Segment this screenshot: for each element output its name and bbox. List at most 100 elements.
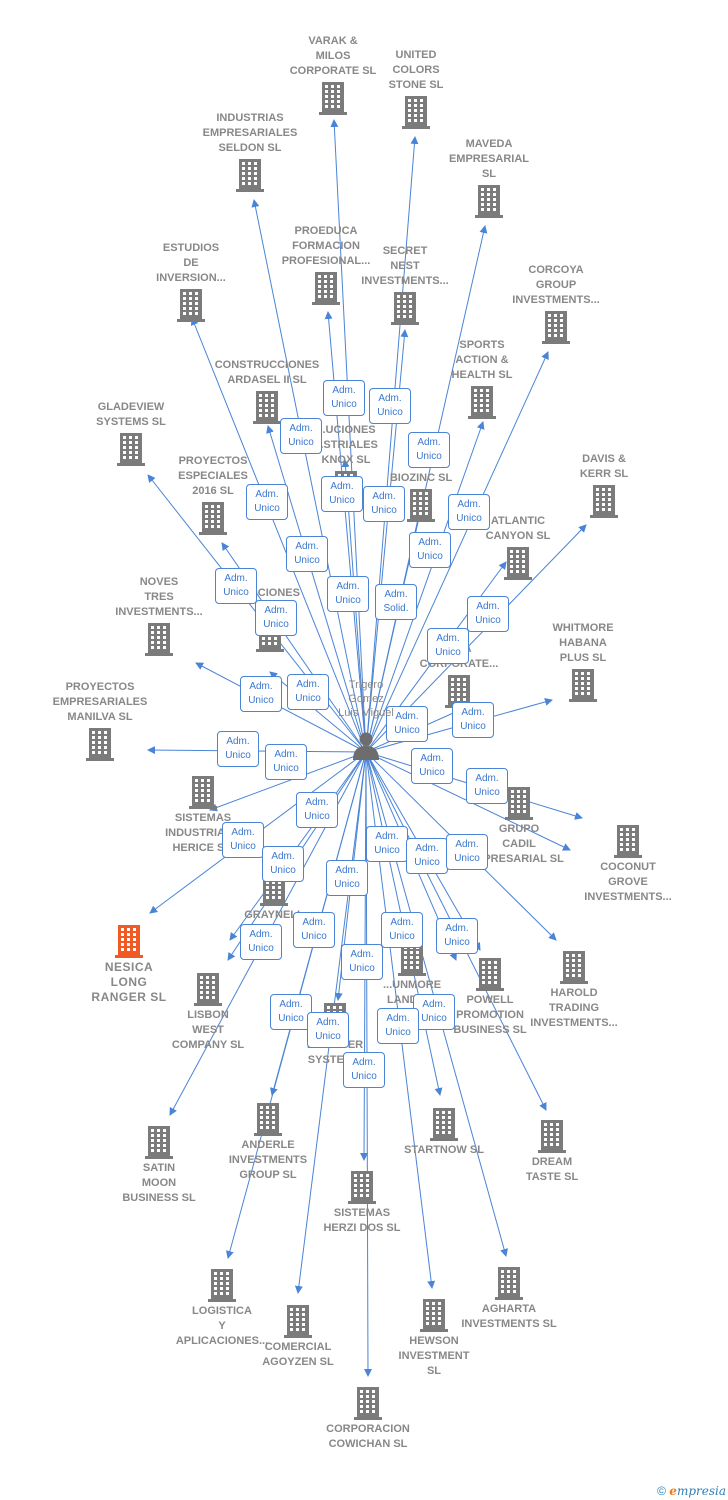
role-badge[interactable]: Adm. Unico	[215, 568, 257, 604]
relation-edge	[330, 119, 367, 753]
company-node[interactable]: VARAK & MILOS CORPORATE SL	[273, 34, 393, 117]
role-badge[interactable]: Adm. Unico	[363, 486, 405, 522]
role-badge[interactable]: Adm. Unico	[386, 706, 428, 742]
role-badge[interactable]: Adm. Unico	[446, 834, 488, 870]
company-name: LOGISTICA Y APLICACIONES...	[175, 1305, 269, 1347]
role-badge[interactable]: Adm. Unico	[280, 418, 322, 454]
role-badge[interactable]: Adm. Unico	[262, 846, 304, 882]
company-name: COMERCIAL AGOYZEN SL	[262, 1341, 334, 1368]
role-badge[interactable]: Adm. Unico	[323, 380, 365, 416]
company-node[interactable]: SPORTS ACTION & HEALTH SL	[422, 338, 542, 421]
building-icon	[348, 1171, 376, 1204]
role-badge[interactable]: Adm. Unico	[327, 576, 369, 612]
person-node[interactable]: Trigero Gomez Luis Miguel	[330, 678, 402, 760]
role-badge[interactable]: Adm. Unico	[381, 912, 423, 948]
company-node[interactable]: COMERCIAL AGOYZEN SL	[238, 1302, 358, 1370]
role-badge[interactable]: Adm. Unico	[286, 536, 328, 572]
company-node[interactable]: ATLANTIC CANYON SL	[458, 514, 578, 582]
role-badge[interactable]: Adm. Unico	[406, 838, 448, 874]
role-badge[interactable]: Adm. Unico	[413, 994, 455, 1030]
role-badge[interactable]: Adm. Unico	[466, 768, 508, 804]
relation-edge	[365, 351, 549, 753]
role-badge[interactable]: Adm. Unico	[293, 912, 335, 948]
building-icon	[86, 728, 114, 761]
company-node[interactable]: ANDERLE INVESTMENTS GROUP SL	[208, 1100, 328, 1183]
building-icon	[391, 292, 419, 325]
role-badge[interactable]: Adm. Unico	[427, 628, 469, 664]
company-node[interactable]: LISBON WEST COMPANY SL	[148, 970, 268, 1053]
company-node[interactable]: CORCOYA GROUP INVESTMENTS...	[496, 263, 616, 346]
building-icon	[560, 951, 588, 984]
company-node[interactable]: PROYECTOS ESPECIALES 2016 SL	[153, 454, 273, 537]
role-badge[interactable]: Adm. Unico	[408, 432, 450, 468]
building-icon	[476, 958, 504, 991]
role-badge[interactable]: Adm. Unico	[240, 676, 282, 712]
building-icon	[504, 547, 532, 580]
role-badge[interactable]: Adm. Unico	[240, 924, 282, 960]
company-name: AGHARTA INVESTMENTS SL	[461, 1303, 557, 1330]
company-node[interactable]: STARTNOW SL	[384, 1105, 504, 1158]
role-badge[interactable]: Adm. Unico	[296, 792, 338, 828]
role-badge[interactable]: Adm. Unico	[409, 532, 451, 568]
company-node[interactable]: AGHARTA INVESTMENTS SL	[449, 1264, 569, 1332]
company-node[interactable]: NOVES TRES INVESTMENTS...	[99, 575, 219, 658]
building-icon	[475, 185, 503, 218]
company-node[interactable]: GRUPO CADIL ...PRESARIAL SL	[459, 784, 579, 867]
role-badge[interactable]: Adm. Unico	[307, 1012, 349, 1048]
role-badge[interactable]: Adm. Unico	[246, 484, 288, 520]
role-badge[interactable]: Adm. Unico	[341, 944, 383, 980]
company-node[interactable]: ESTUDIOS DE INVERSION...	[131, 241, 251, 324]
company-node[interactable]: GLADEVIEW SYSTEMS SL	[71, 400, 191, 468]
company-node[interactable]: UNITED COLORS STONE SL	[356, 48, 476, 131]
company-name: CONSTRUCCIONES ARDASEL II SL	[214, 359, 320, 386]
role-badge[interactable]: Adm. Unico	[452, 702, 494, 738]
role-badge[interactable]: Adm. Unico	[326, 860, 368, 896]
company-node[interactable]: LOGISTICA Y APLICACIONES...	[162, 1266, 282, 1349]
role-badge[interactable]: Adm. Unico	[369, 388, 411, 424]
company-node[interactable]: HAROLD TRADING INVESTMENTS...	[514, 948, 634, 1031]
company-name: DAVIS & KERR SL	[579, 453, 629, 480]
company-node[interactable]: BIOZINC SL	[361, 471, 481, 524]
company-node[interactable]: PROYECTOS EMPRESARIALES MANILVA SL	[40, 680, 160, 763]
role-badge[interactable]: Adm. Unico	[343, 1052, 385, 1088]
company-name: UNITED COLORS STONE SL	[388, 49, 444, 91]
company-node[interactable]: DAVIS & KERR SL	[544, 452, 664, 520]
company-name: PROYECTOS ESPECIALES 2016 SL	[178, 455, 248, 497]
company-node[interactable]: CONSTRUCCIONES ARDASEL II SL	[207, 358, 327, 426]
role-badge[interactable]: Adm. Unico	[270, 994, 312, 1030]
company-node[interactable]: SATIN MOON BUSINESS SL	[99, 1123, 219, 1206]
role-badge[interactable]: Adm. Unico	[366, 826, 408, 862]
company-node[interactable]: DREAM TASTE SL	[492, 1117, 612, 1185]
company-name: ATLANTIC CANYON SL	[485, 515, 551, 542]
company-node[interactable]: WHITMORE HABANA PLUS SL	[523, 621, 643, 704]
company-name: HEWSON INVESTMENT SL	[398, 1335, 470, 1377]
role-badge[interactable]: Adm. Unico	[255, 600, 297, 636]
role-badge[interactable]: Adm. Unico	[321, 476, 363, 512]
role-badge[interactable]: Adm. Unico	[265, 744, 307, 780]
company-name: STARTNOW SL	[404, 1144, 484, 1156]
building-icon	[194, 973, 222, 1006]
company-name: GRUPO CADIL ...PRESARIAL SL	[474, 823, 564, 865]
building-icon	[236, 159, 264, 192]
role-badge[interactable]: Adm. Unico	[467, 596, 509, 632]
company-node[interactable]: NESICA LONG RANGER SL	[69, 922, 189, 1005]
company-node[interactable]: INDUSTRIAS EMPRESARIALES SELDON SL	[190, 111, 310, 194]
company-node[interactable]: PROEDUCA FORMACION PROFESIONAL...	[266, 224, 386, 307]
company-node[interactable]: MAVEDA EMPRESARIAL SL	[429, 137, 549, 220]
role-badge[interactable]: Adm. Unico	[222, 822, 264, 858]
role-badge[interactable]: Adm. Unico	[448, 494, 490, 530]
empresia-logo[interactable]: empresia	[669, 1484, 726, 1498]
company-node[interactable]: COCONUT GROVE INVESTMENTS...	[568, 822, 688, 905]
company-node[interactable]: POWELL PROMOTION BUSINESS SL	[430, 955, 550, 1038]
role-badge[interactable]: Adm. Unico	[217, 731, 259, 767]
role-badge[interactable]: Adm. Unico	[287, 674, 329, 710]
company-node[interactable]: SECRET NEST INVESTMENTS...	[345, 244, 465, 327]
company-node[interactable]: HEWSON INVESTMENT SL	[374, 1296, 494, 1379]
role-badge[interactable]: Adm. Unico	[377, 1008, 419, 1044]
role-badge[interactable]: Adm. Solid.	[375, 584, 417, 620]
role-badge[interactable]: Adm. Unico	[411, 748, 453, 784]
company-node[interactable]: CORPORACION COWICHAN SL	[308, 1384, 428, 1452]
role-badge[interactable]: Adm. Unico	[436, 918, 478, 954]
company-node[interactable]: SISTEMAS HERZI DOS SL	[302, 1168, 422, 1236]
building-icon	[542, 311, 570, 344]
